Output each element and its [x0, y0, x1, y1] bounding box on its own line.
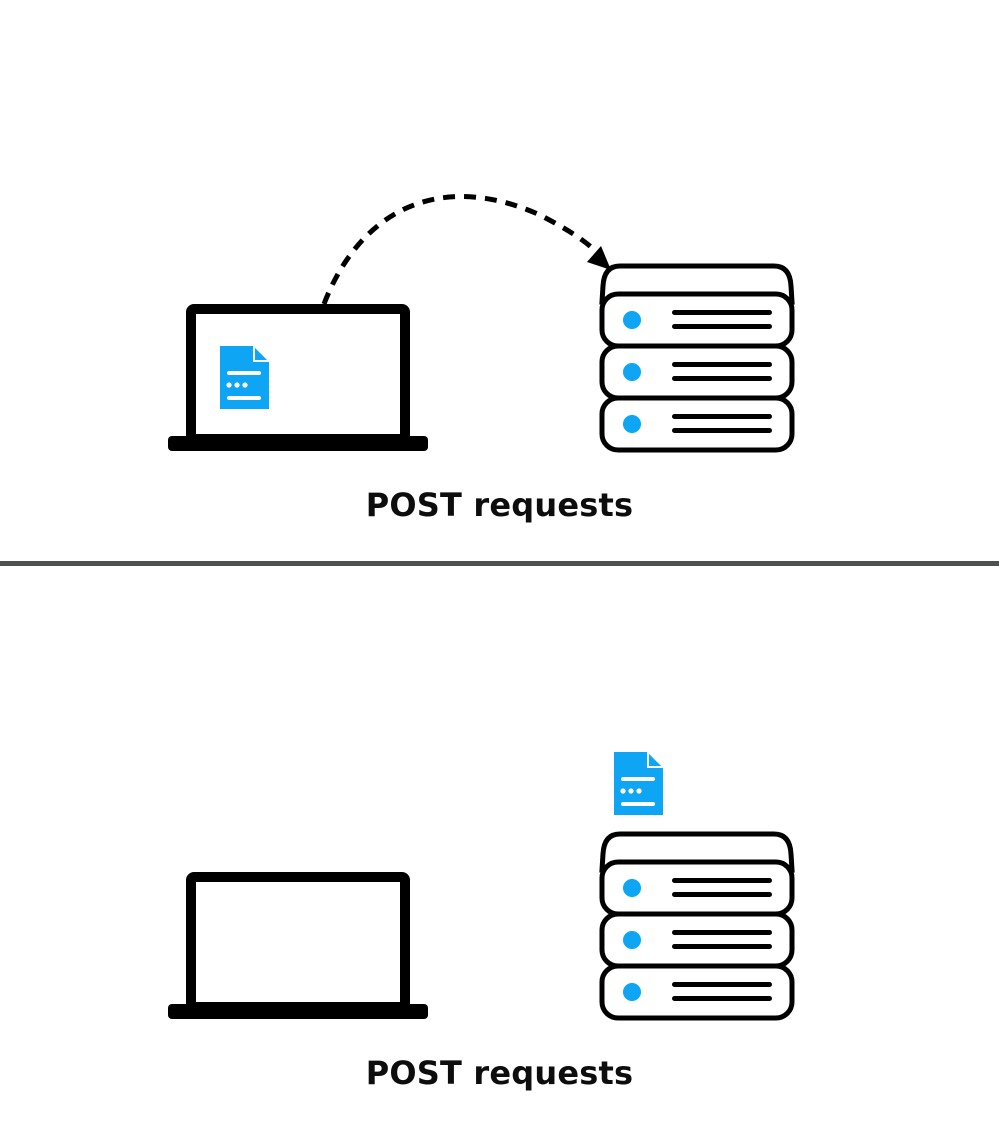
- dashed-arrow-icon: [321, 194, 611, 305]
- caption-post-requests: POST requests: [365, 1054, 634, 1092]
- diagram-after: [168, 752, 795, 1021]
- laptop-icon: [168, 304, 428, 451]
- panel-divider: [0, 561, 999, 566]
- document-icon: [614, 752, 663, 815]
- diagram-before: [168, 194, 795, 453]
- laptop-icon: [168, 872, 428, 1019]
- document-icon: [220, 346, 269, 409]
- panel-after-request: POST requests: [0, 568, 999, 1128]
- server-stack-icon: [599, 263, 795, 453]
- server-stack-icon: [599, 831, 795, 1021]
- caption-post-requests: POST requests: [365, 486, 634, 524]
- panel-before-request: POST requests: [0, 0, 999, 560]
